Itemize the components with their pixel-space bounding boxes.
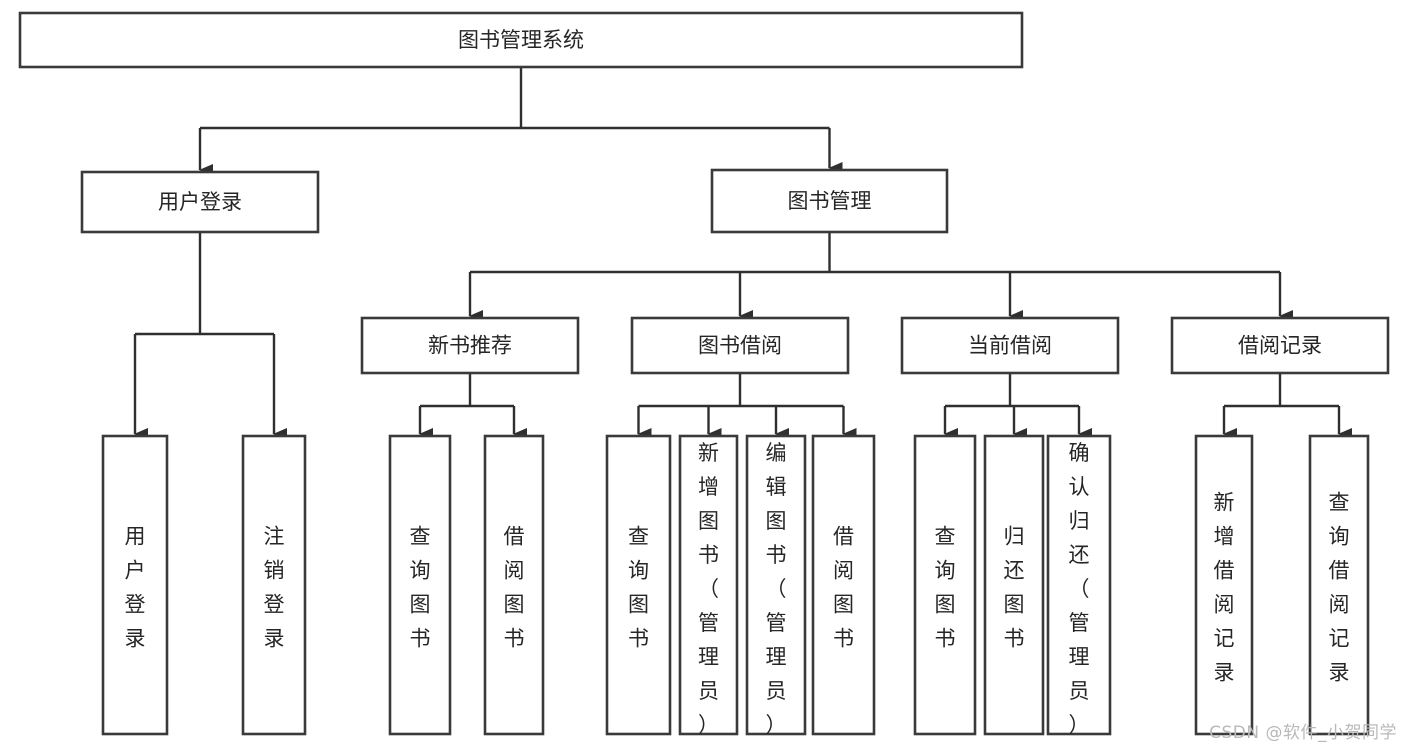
- leaf-node-借阅图书[interactable]: 借阅图书: [811, 434, 876, 736]
- level3-node-图书借阅[interactable]: 图书借阅: [630, 316, 850, 375]
- node-box[interactable]: [80, 170, 320, 234]
- node-label: 新增借阅记录: [1214, 491, 1235, 685]
- leaf-node-注销登录[interactable]: 注销登录: [241, 434, 307, 736]
- level3-node-借阅记录[interactable]: 借阅记录: [1170, 316, 1390, 375]
- node-label: 借阅图书: [833, 525, 854, 651]
- node-box[interactable]: [605, 434, 672, 736]
- node-label: 编辑图书（管理员）: [766, 441, 787, 737]
- level2-node-图书管理[interactable]: 图书管理: [710, 168, 949, 234]
- watermark-credit: CSDN @软件_小贺同学: [1209, 723, 1397, 743]
- node-label: 查询图书: [628, 525, 649, 651]
- leaf-node-用户登录[interactable]: 用户登录: [101, 434, 169, 736]
- node-label: 新书推荐: [428, 334, 512, 358]
- node-label: 确认归还（管理员）: [1069, 441, 1090, 737]
- leaf-node-查询图书[interactable]: 查询图书: [605, 434, 672, 736]
- node-box[interactable]: [811, 434, 876, 736]
- node-label: 新增图书（管理员）: [698, 441, 719, 737]
- node-label: 注销登录: [264, 525, 285, 651]
- node-box[interactable]: [101, 434, 169, 736]
- node-label: 图书管理: [788, 189, 872, 213]
- leaf-node-查询借阅记录[interactable]: 查询借阅记录: [1308, 434, 1370, 736]
- leaf-node-新增借阅记录[interactable]: 新增借阅记录: [1194, 434, 1254, 736]
- node-label: 用户登录: [158, 190, 242, 214]
- node-box[interactable]: [1046, 434, 1112, 736]
- node-label: 借阅图书: [504, 525, 525, 651]
- node-box[interactable]: [388, 434, 452, 736]
- root-node-图书管理系统[interactable]: 图书管理系统: [18, 11, 1024, 69]
- node-label: 图书借阅: [698, 334, 782, 358]
- node-box[interactable]: [1194, 434, 1254, 736]
- node-box[interactable]: [18, 11, 1024, 69]
- node-box[interactable]: [983, 434, 1045, 736]
- leaf-node-查询图书[interactable]: 查询图书: [913, 434, 977, 736]
- leaf-node-确认归还管理员[interactable]: 确认归还（管理员）: [1046, 434, 1112, 737]
- node-label: 查询借阅记录: [1329, 491, 1350, 685]
- leaf-node-借阅图书[interactable]: 借阅图书: [483, 434, 545, 736]
- leaf-node-新增图书管理员[interactable]: 新增图书（管理员）: [678, 434, 739, 737]
- node-label: 用户登录: [125, 525, 146, 651]
- node-box[interactable]: [483, 434, 545, 736]
- node-label: 图书管理系统: [458, 28, 584, 52]
- node-box[interactable]: [678, 434, 739, 736]
- level3-node-新书推荐[interactable]: 新书推荐: [360, 316, 580, 375]
- node-box[interactable]: [710, 168, 949, 234]
- level2-node-用户登录[interactable]: 用户登录: [80, 170, 320, 234]
- node-label: 借阅记录: [1238, 334, 1322, 358]
- node-label: 查询图书: [935, 525, 956, 651]
- node-label: 当前借阅: [968, 334, 1052, 358]
- leaf-node-归还图书[interactable]: 归还图书: [983, 434, 1045, 736]
- node-label: 查询图书: [410, 525, 431, 651]
- node-box[interactable]: [241, 434, 307, 736]
- node-box[interactable]: [360, 316, 580, 375]
- leaf-node-查询图书[interactable]: 查询图书: [388, 434, 452, 736]
- node-box[interactable]: [630, 316, 850, 375]
- node-box[interactable]: [900, 316, 1120, 375]
- level3-node-当前借阅[interactable]: 当前借阅: [900, 316, 1120, 375]
- node-layer: 图书管理系统用户登录图书管理新书推荐图书借阅当前借阅借阅记录用户登录注销登录查询…: [18, 11, 1390, 737]
- node-box[interactable]: [913, 434, 977, 736]
- node-label: 归还图书: [1004, 525, 1025, 651]
- node-box[interactable]: [745, 434, 807, 736]
- connector-layer: [133, 67, 1352, 440]
- node-box[interactable]: [1170, 316, 1390, 375]
- leaf-node-编辑图书管理员[interactable]: 编辑图书（管理员）: [745, 434, 807, 737]
- node-box[interactable]: [1308, 434, 1370, 736]
